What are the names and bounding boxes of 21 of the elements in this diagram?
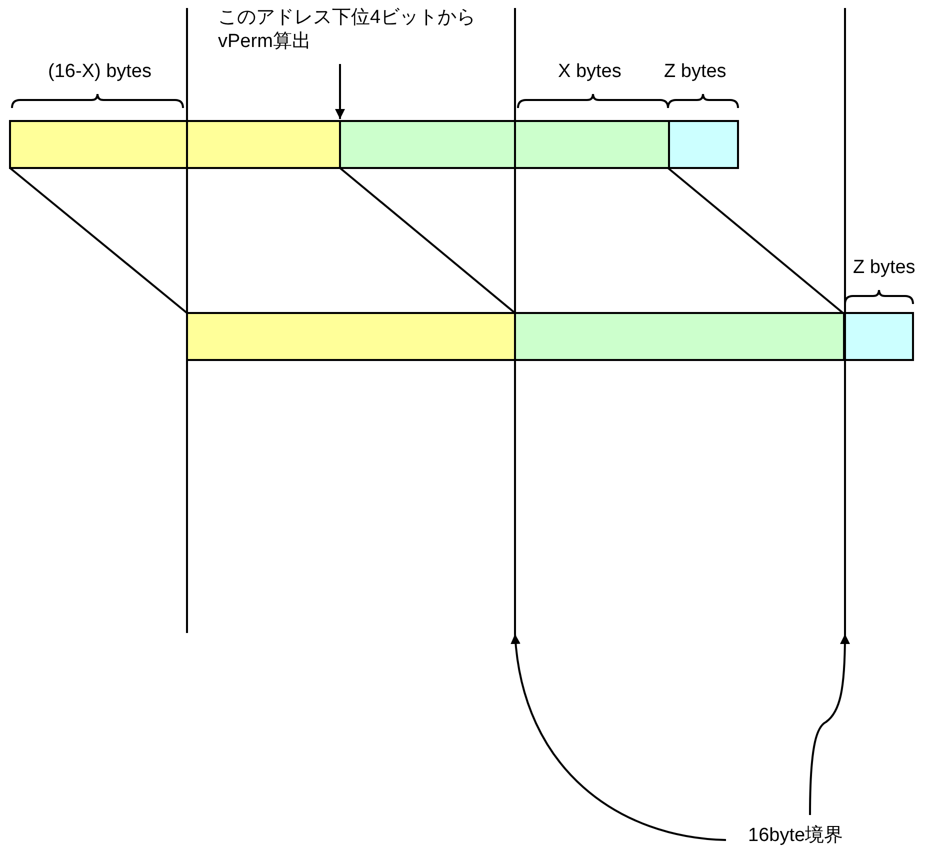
connector-line xyxy=(9,167,188,314)
memory-block xyxy=(9,120,341,169)
boundary-line xyxy=(514,8,516,634)
memory-block xyxy=(514,312,845,361)
arrow xyxy=(511,634,726,841)
boundary-line xyxy=(844,8,846,634)
size-label: (16-X) bytes xyxy=(48,61,152,83)
size-label: Z bytes xyxy=(664,61,726,83)
connector-line xyxy=(667,167,844,314)
memory-block xyxy=(186,312,516,361)
annotation-text: このアドレス下位4ビットからvPerm算出 xyxy=(218,6,498,54)
memory-block xyxy=(843,312,914,361)
memory-block xyxy=(339,120,670,169)
arrow xyxy=(335,64,345,119)
size-label: X bytes xyxy=(558,61,622,83)
boundary-line xyxy=(186,8,188,633)
annotation-text: 16byte境界 xyxy=(748,824,888,848)
memory-block xyxy=(668,120,739,169)
connector-line xyxy=(339,167,516,314)
arrow xyxy=(809,634,850,816)
size-label: Z bytes xyxy=(853,257,916,279)
